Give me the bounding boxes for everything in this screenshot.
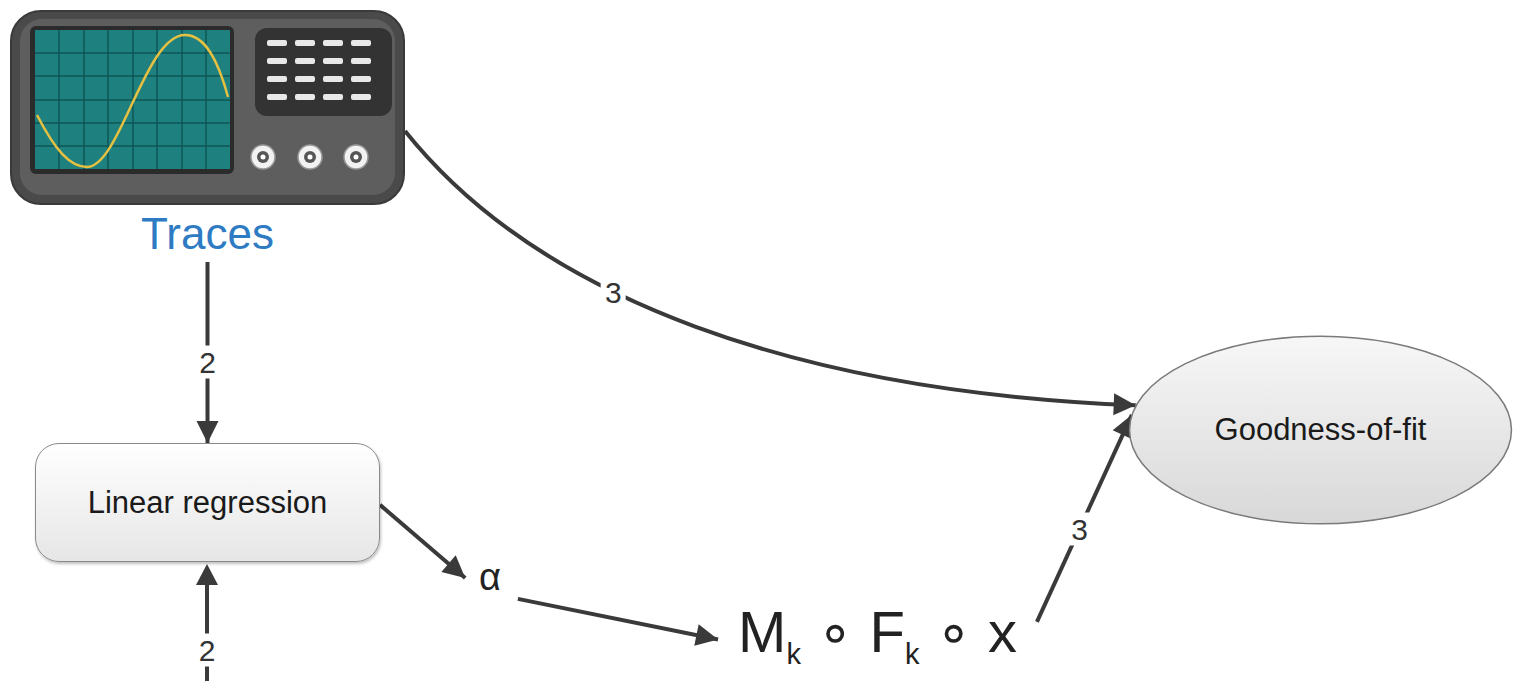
connector-arrow	[380, 505, 465, 578]
connector-arrow	[1037, 415, 1133, 622]
node-text: Linear regression	[88, 485, 328, 521]
arrow-head	[694, 624, 718, 646]
parameter-symbol: α	[459, 548, 521, 608]
arrow-head	[441, 555, 465, 578]
node-text: Goodness-of-fit	[1215, 412, 1427, 448]
connector-arrow	[405, 131, 1136, 415]
instrument-node: Traces	[10, 10, 405, 262]
process-box: Linear regression	[35, 443, 380, 562]
edge-label: 3	[601, 275, 626, 308]
edge-label: 3	[1067, 512, 1092, 545]
connector-arrow	[518, 599, 718, 646]
result-ellipse: Goodness-of-fit	[1128, 335, 1513, 525]
arrow-head	[196, 564, 218, 585]
connector-line	[405, 131, 1136, 405]
arrow-head	[197, 421, 219, 443]
connector-line	[1037, 415, 1132, 622]
node-text: Traces	[141, 209, 274, 260]
connector-line	[380, 505, 465, 578]
callout-number: 2	[195, 634, 220, 667]
node-text: Mk ∘ Fk ∘ x	[738, 599, 1017, 671]
edge-label: 2	[195, 345, 220, 378]
node-text: α	[479, 556, 501, 600]
connector-line	[518, 599, 718, 640]
model-formula: Mk ∘ Fk ∘ x	[718, 591, 1037, 679]
